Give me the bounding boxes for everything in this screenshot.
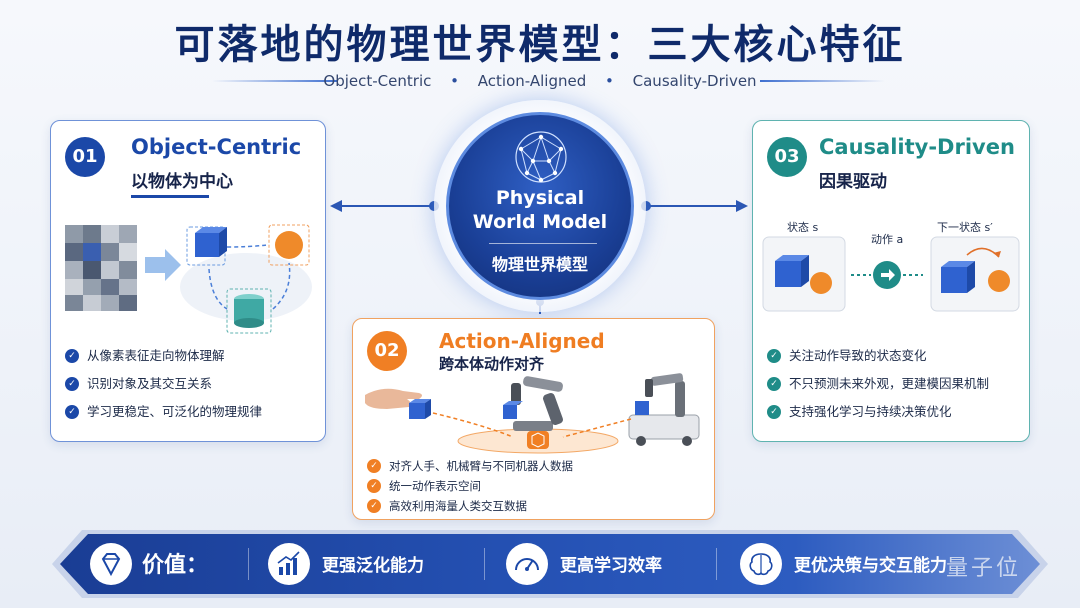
list-item: ✓支持强化学习与持续决策优化 [767,402,989,430]
list-item: ✓对齐人手、机械臂与不同机器人数据 [367,457,573,477]
card-number: 02 [367,331,407,371]
subtitle-item-causality-driven: Causality-Driven [632,72,757,90]
check-icon: ✓ [367,499,381,513]
value-item-decision: 更优决策与交互能力 [794,556,947,576]
watermark-brand: 量子位 [946,556,1022,581]
card3-bullets: ✓关注动作导致的状态变化 ✓不只预测未来外观，更建模因果机制 ✓支持强化学习与持… [767,346,989,430]
subtitle-item-object-centric: Object-Centric [323,72,432,90]
check-icon: ✓ [767,377,781,391]
subtitle: Object-Centric • Action-Aligned • Causal… [0,72,1080,90]
center-title-line2: World Model [472,211,608,233]
card2-bullets: ✓对齐人手、机械臂与不同机器人数据 ✓统一动作表示空间 ✓高效利用海量人类交互数… [367,457,573,517]
card-title: Causality-Driven [819,135,1015,159]
check-icon: ✓ [65,377,79,391]
card-title: Object-Centric [131,135,302,159]
state-panel [762,236,846,312]
center-separator [489,243,597,244]
center-physical-world-model: Physical World Model 物理世界模型 [446,112,634,300]
hand-figure [365,388,431,419]
subtitle-dot: • [450,72,459,90]
transform-arrow [145,249,181,281]
next-state-label: 下一状态 s′ [937,221,993,234]
cube-object [195,233,219,257]
card-number: 03 [767,137,807,177]
list-item: ✓不只预测未来外观，更建模因果机制 [767,374,989,402]
state-label: 状态 s [787,221,819,234]
robot-arm-figure [503,376,563,431]
network-globe-icon [515,131,567,183]
value-divider [248,548,249,580]
value-bar [60,534,1040,594]
list-item: ✓识别对象及其交互关系 [65,374,262,402]
check-icon: ✓ [65,405,79,419]
center-title-line1: Physical [495,187,585,209]
value-item-efficiency: 更高学习效率 [560,556,662,576]
mobile-robot-figure [628,373,700,446]
check-icon: ✓ [367,459,381,473]
check-icon: ✓ [367,479,381,493]
diamond-icon [90,543,132,585]
card-object-centric: 01 Object-Centric 以物体为中心 [50,120,326,442]
card-action-aligned: 02 Action-Aligned 跨本体动作对齐 [352,318,715,520]
card-number: 01 [65,137,105,177]
subtitle-line-left [212,80,337,82]
brain-icon [740,543,782,585]
card-subtitle: 因果驱动 [819,172,887,192]
title-underline [131,195,209,198]
check-icon: ✓ [767,349,781,363]
growth-chart-icon [268,543,310,585]
card-title: Action-Aligned [439,329,605,353]
card-subtitle: 跨本体动作对齐 [439,355,545,373]
subtitle-item-action-aligned: Action-Aligned [477,72,587,90]
value-divider [484,548,485,580]
action-aligned-illustration [365,373,700,454]
arrow-right [641,200,748,212]
subtitle-dot: • [605,72,614,90]
pixelated-image [65,225,137,311]
causality-illustration [762,236,1020,312]
object-centric-illustration [65,224,312,334]
list-item: ✓从像素表征走向物体理解 [65,346,262,374]
list-item: ✓学习更稳定、可泛化的物理规律 [65,402,262,430]
page-title: 可落地的物理世界模型：三大核心特征 [174,22,906,68]
card1-bullets: ✓从像素表征走向物体理解 ✓识别对象及其交互关系 ✓学习更稳定、可泛化的物理规律 [65,346,262,430]
card-subtitle: 以物体为中心 [131,172,233,192]
list-item: ✓关注动作导致的状态变化 [767,346,989,374]
sphere-object [275,231,303,259]
list-item: ✓统一动作表示空间 [367,477,573,497]
card-causality-driven: 03 Causality-Driven 因果驱动 状态 s 动作 a 下一状态 … [752,120,1030,442]
check-icon: ✓ [767,405,781,419]
arrow-left [330,200,439,212]
unified-action-cube-icon [527,431,549,449]
check-icon: ✓ [65,349,79,363]
center-title-zh: 物理世界模型 [491,255,588,274]
next-state-panel [930,236,1020,312]
value-divider [716,548,717,580]
action-label: 动作 a [871,233,904,246]
subtitle-line-right [760,80,885,82]
value-label: 价值： [142,553,209,578]
speedometer-icon [506,543,548,585]
list-item: ✓高效利用海量人类交互数据 [367,497,573,517]
value-item-generalization: 更强泛化能力 [322,556,424,576]
